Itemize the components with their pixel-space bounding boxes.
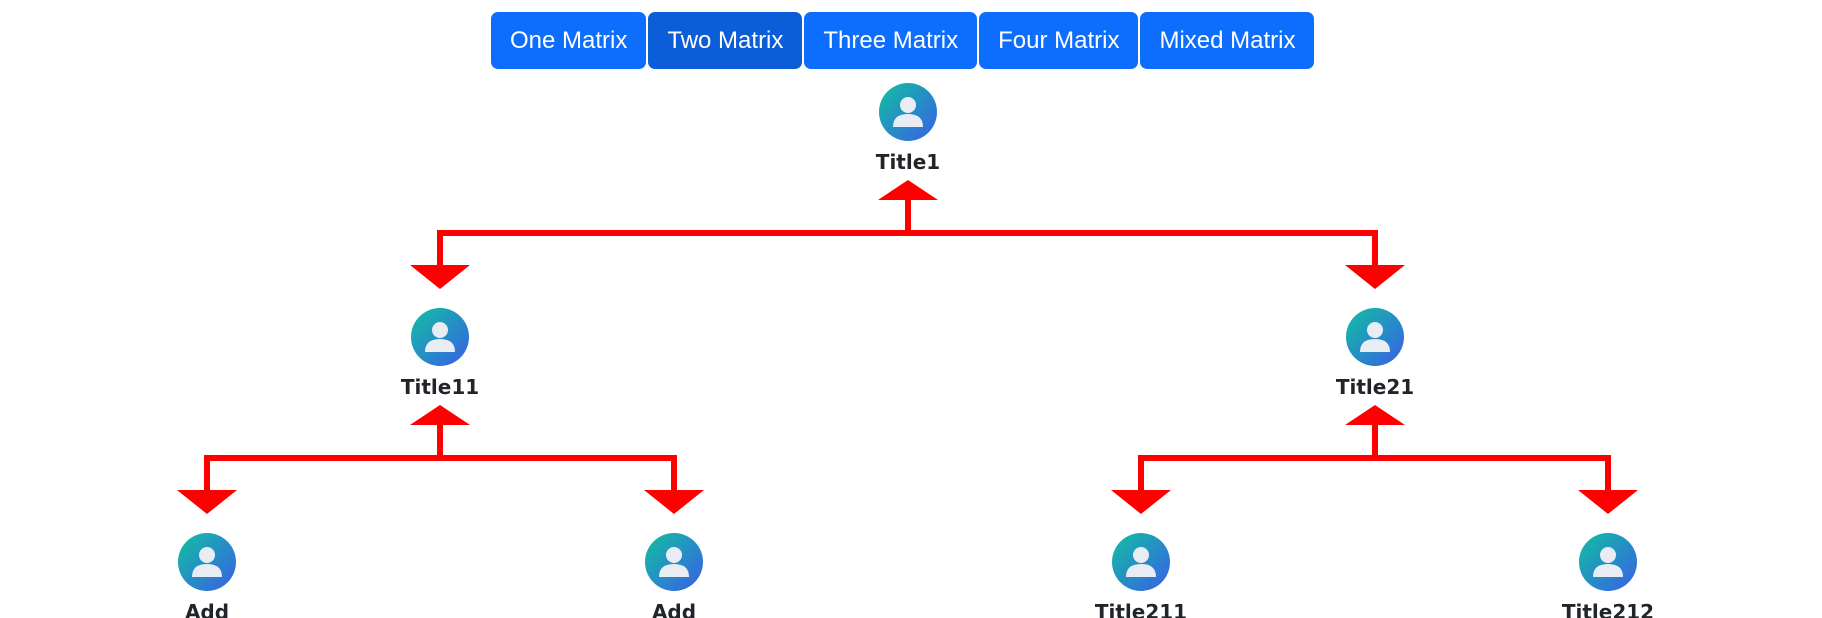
down-arrow-icon: [177, 490, 237, 514]
tab-three-matrix[interactable]: Three Matrix: [804, 12, 978, 69]
tab-mixed-matrix[interactable]: Mixed Matrix: [1140, 12, 1315, 69]
node-title: Title11: [401, 375, 479, 399]
tree-node-a1[interactable]: Add: [178, 533, 236, 618]
user-avatar-icon: [1579, 533, 1637, 591]
node-title: Add: [185, 600, 229, 618]
up-arrow-icon: [878, 180, 938, 200]
connector-n11: [177, 405, 704, 514]
tree-node-n211[interactable]: Title211: [1095, 533, 1187, 618]
user-avatar-icon: [178, 533, 236, 591]
tree-node-a2[interactable]: Add: [645, 533, 703, 618]
tab-four-matrix[interactable]: Four Matrix: [979, 12, 1139, 69]
down-arrow-icon: [1578, 490, 1638, 514]
tree-node-n21[interactable]: Title21: [1336, 308, 1414, 399]
tree-node-n212[interactable]: Title212: [1562, 533, 1654, 618]
connector-n21: [1111, 405, 1638, 514]
up-arrow-icon: [1345, 405, 1405, 425]
tree-node-root[interactable]: Title1: [876, 83, 940, 174]
down-arrow-icon: [410, 265, 470, 289]
node-title: Title21: [1336, 375, 1414, 399]
tree-node-n11[interactable]: Title11: [401, 308, 479, 399]
down-arrow-icon: [1111, 490, 1171, 514]
node-title: Title1: [876, 150, 940, 174]
node-title: Add: [652, 600, 696, 618]
user-avatar-icon: [1112, 533, 1170, 591]
up-arrow-icon: [410, 405, 470, 425]
tab-one-matrix[interactable]: One Matrix: [491, 12, 647, 69]
node-title: Title211: [1095, 600, 1187, 618]
user-avatar-icon: [879, 83, 937, 141]
connector-lines: [177, 180, 1638, 514]
tab-two-matrix[interactable]: Two Matrix: [648, 12, 803, 69]
matrix-tab-bar: One Matrix Two Matrix Three Matrix Four …: [491, 12, 1315, 69]
user-avatar-icon: [411, 308, 469, 366]
connector-root: [410, 180, 1405, 289]
down-arrow-icon: [644, 490, 704, 514]
node-title: Title212: [1562, 600, 1654, 618]
user-avatar-icon: [1346, 308, 1404, 366]
down-arrow-icon: [1345, 265, 1405, 289]
user-avatar-icon: [645, 533, 703, 591]
